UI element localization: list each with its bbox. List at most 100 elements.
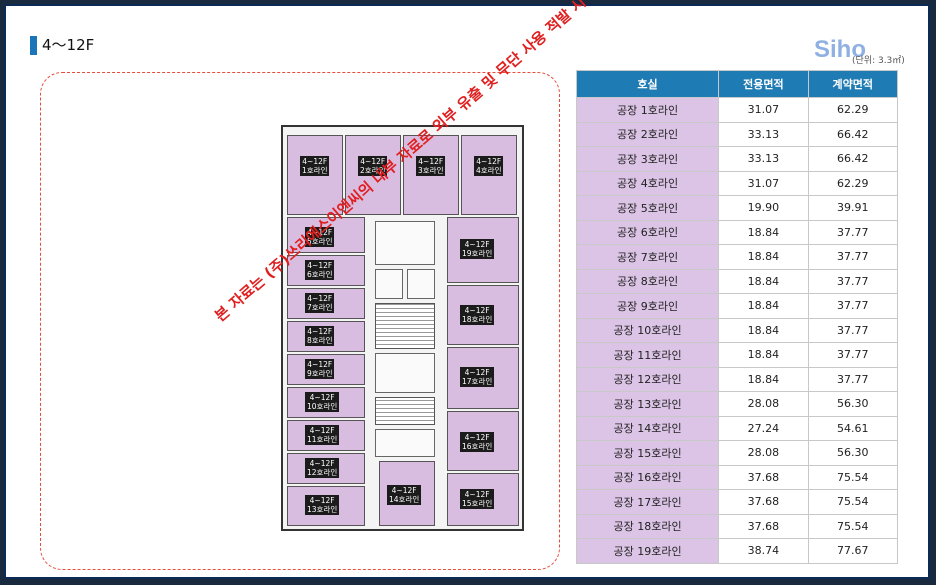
exclusive-area-cell: 31.07 (718, 170, 809, 196)
table-header-row: 호실 전용면적 계약면적 (575, 70, 899, 98)
contract-area-cell: 75.54 (807, 489, 899, 515)
exclusive-area-cell: 28.08 (718, 391, 809, 417)
room-name-cell: 공장 4호라인 (575, 170, 720, 196)
header-exclusive-area: 전용면적 (718, 70, 809, 98)
contract-area-cell: 75.54 (807, 513, 899, 539)
room-name-cell: 공장 15호라인 (575, 440, 720, 466)
contract-area-cell: 77.67 (807, 538, 899, 564)
room-name-cell: 공장 14호라인 (575, 415, 720, 441)
logo: Siho (814, 36, 866, 63)
header-room: 호실 (575, 70, 720, 98)
contract-area-cell: 37.77 (807, 268, 899, 294)
exclusive-area-cell: 18.84 (718, 244, 809, 270)
header-contract-area: 계약면적 (807, 70, 899, 98)
unit-label: (단위: 3.3㎡) (852, 56, 905, 66)
contract-area-cell: 75.54 (807, 464, 899, 490)
contract-area-cell: 37.77 (807, 366, 899, 392)
site-boundary (40, 72, 560, 570)
contract-area-cell: 54.61 (807, 415, 899, 441)
elevator-core (375, 269, 403, 299)
room-name-cell: 공장 17호라인 (575, 489, 720, 515)
contract-area-cell: 39.91 (807, 195, 899, 221)
exclusive-area-cell: 19.90 (718, 195, 809, 221)
exclusive-area-cell: 37.68 (718, 489, 809, 515)
room-name-cell: 공장 9호라인 (575, 293, 720, 319)
exclusive-area-cell: 18.84 (718, 366, 809, 392)
exclusive-area-cell: 28.08 (718, 440, 809, 466)
room-name-cell: 공장 1호라인 (575, 97, 720, 123)
exclusive-area-cell: 18.84 (718, 268, 809, 294)
room-name-cell: 공장 8호라인 (575, 268, 720, 294)
elevator-core (375, 353, 435, 393)
exclusive-area-cell: 27.24 (718, 415, 809, 441)
room-name-cell: 공장 5호라인 (575, 195, 720, 221)
contract-area-cell: 62.29 (807, 97, 899, 123)
exclusive-area-cell: 38.74 (718, 538, 809, 564)
floor-title: 4～12F (42, 36, 95, 54)
contract-area-cell: 37.77 (807, 293, 899, 319)
contract-area-cell: 37.77 (807, 342, 899, 368)
elevator-core (407, 269, 435, 299)
contract-area-cell: 66.42 (807, 121, 899, 147)
room-name-cell: 공장 7호라인 (575, 244, 720, 270)
exclusive-area-cell: 37.68 (718, 513, 809, 539)
contract-area-cell: 66.42 (807, 146, 899, 172)
exclusive-area-cell: 31.07 (718, 97, 809, 123)
exclusive-area-cell: 18.84 (718, 219, 809, 245)
room-name-cell: 공장 10호라인 (575, 317, 720, 343)
contract-area-cell: 56.30 (807, 391, 899, 417)
room-name-cell: 공장 2호라인 (575, 121, 720, 147)
contract-area-cell: 62.29 (807, 170, 899, 196)
elevator-core (375, 221, 435, 265)
room-name-cell: 공장 12호라인 (575, 366, 720, 392)
room-name-cell: 공장 13호라인 (575, 391, 720, 417)
elevator-core (375, 429, 435, 457)
exclusive-area-cell: 18.84 (718, 317, 809, 343)
exclusive-area-cell: 18.84 (718, 293, 809, 319)
exclusive-area-cell: 33.13 (718, 146, 809, 172)
contract-area-cell: 37.77 (807, 219, 899, 245)
room-name-cell: 공장 18호라인 (575, 513, 720, 539)
room-name-cell: 공장 19호라인 (575, 538, 720, 564)
room-name-cell: 공장 11호라인 (575, 342, 720, 368)
exclusive-area-cell: 18.84 (718, 342, 809, 368)
contract-area-cell: 37.77 (807, 244, 899, 270)
stair-core (375, 397, 435, 425)
contract-area-cell: 56.30 (807, 440, 899, 466)
